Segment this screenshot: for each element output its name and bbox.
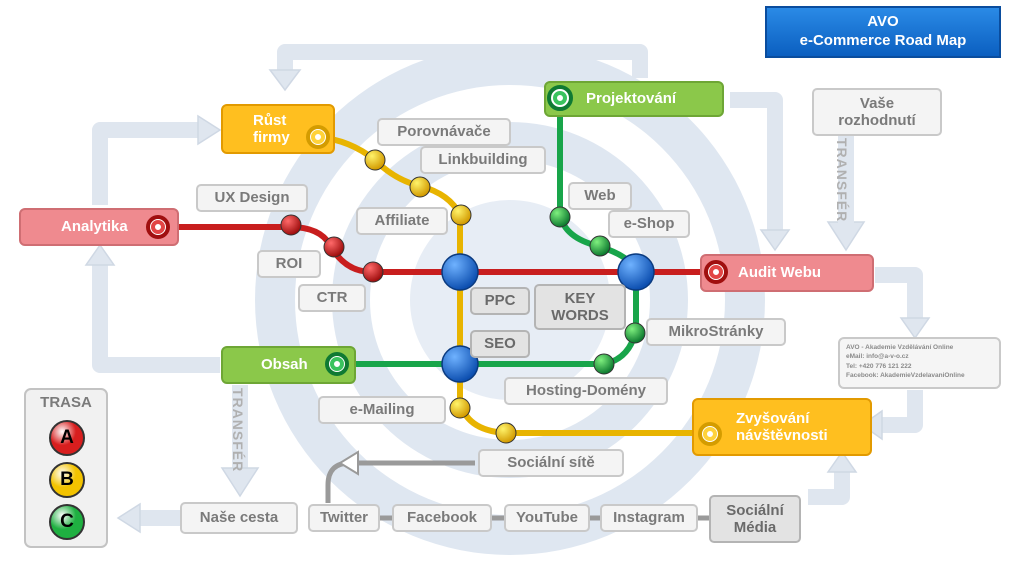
route-legend: TRASA A B C [24,388,108,548]
legend-route-b: B [49,462,85,498]
flow-arrow-right-top [730,92,783,232]
title-line1: AVO [867,13,899,31]
label-eshop: e-Shop [608,210,690,238]
vase-line2: rozhodnutí [838,112,916,129]
label-linkbuilding: Linkbuilding [420,146,546,174]
hub-audit-label: Audit Webu [738,264,822,282]
interchange-seo [441,345,479,383]
contact-line1: AVO - Akademie Vzdělávání Online [846,344,954,351]
hub-projektovani-label: Projektování [586,90,677,108]
contact-line3: Tel: +420 776 121 222 [846,362,912,370]
hub-analytika[interactable]: Analytika [19,208,179,246]
label-vase-rozhodnuti: Vaše rozhodnutí [812,88,942,136]
flow-arrow-top [277,44,648,78]
legend-route-a: A [49,420,85,456]
station-emailing [449,397,471,419]
station-roi [323,236,345,258]
arrow-head-transfer-left [220,467,260,498]
label-roi: ROI [257,250,321,278]
label-mikrostranky: MikroStránky [646,318,786,346]
socialni-media-line2: Média [733,519,777,536]
arrow-head-socialni-site [338,450,359,476]
socialni-media-line1: Sociální [726,501,784,519]
hub-rust-line1: Růst [253,111,287,129]
interchange-audit [617,253,655,291]
contact-line2: eMail: info@a-v-o.cz [846,353,909,361]
label-nase-cesta: Naše cesta [180,502,298,534]
arrow-head-bottom-left [116,502,141,534]
station-mikrostranky [624,322,646,344]
hub-zvysovani-navstevnosti[interactable]: Zvyšování návštěvnosti [692,398,872,456]
station-porovnavace [364,149,386,171]
legend-route-c: C [49,504,85,540]
label-ux-design: UX Design [196,184,308,212]
label-ppc: PPC [470,287,530,315]
label-seo: SEO [470,330,530,358]
station-hosting [593,353,615,375]
hub-zvysovani-line1: Zvyšování [736,409,810,427]
label-transfer-right: TRANSFÉR [834,138,850,223]
hub-rust-firmy[interactable]: Růst firmy [221,104,335,154]
flow-arrow-left [92,260,220,373]
label-keywords: KEY WORDS [534,284,626,330]
station-affiliate [450,204,472,226]
hub-projektovani[interactable]: Projektování [544,81,724,117]
label-porovnavace: Porovnávače [377,118,511,146]
label-web: Web [568,182,632,210]
contact-box: AVO - Akademie Vzdělávání Online eMail: … [838,337,1001,389]
label-socialni-media: Sociální Média [709,495,801,543]
arrow-head-left-top [197,114,222,146]
label-twitter: Twitter [308,504,380,532]
arrow-head-right-left [860,409,883,441]
hub-obsah[interactable]: Obsah [221,346,356,384]
label-emailing: e-Mailing [318,396,446,424]
arrow-head-bottom-right [826,450,858,473]
arrow-head-right-down2 [899,317,931,340]
roadmap-title-box: AVO e-Commerce Road Map [765,6,1001,58]
hub-rust-line2: firmy [253,129,290,146]
vase-line1: Vaše [859,94,895,112]
label-ctr: CTR [298,284,366,312]
flow-arrow-right-bottom [880,390,923,433]
label-hosting-domeny: Hosting-Domény [504,377,668,405]
hub-audit-webu[interactable]: Audit Webu [700,254,874,292]
label-instagram: Instagram [600,504,698,532]
flow-arrow-left-top [92,122,200,205]
arrow-head-left-up [84,243,116,266]
label-socialni-site: Sociální sítě [478,449,624,477]
arrow-head-right-down [759,229,791,252]
label-facebook: Facebook [392,504,492,532]
hub-obsah-label: Obsah [261,356,308,374]
label-transfer-left: TRANSFÉR [230,388,246,473]
title-line2: e-Commerce Road Map [799,32,967,49]
flow-arrow-heads [84,69,931,534]
keywords-line1: KEY [564,289,596,307]
station-eshop [589,235,611,257]
station-ux-design [280,214,302,236]
hub-analytika-label: Analytika [61,218,128,236]
keywords-line2: WORDS [551,307,609,324]
station-socialni [495,422,517,444]
contact-line4: Facebook: AkademieVzdelavaniOnline [846,372,965,380]
arrow-head-top [268,69,302,92]
label-affiliate: Affiliate [356,207,448,235]
station-web [549,206,571,228]
hub-zvysovani-line2: návštěvnosti [736,427,828,444]
flow-arrow-bottom-right [808,470,850,505]
flow-arrows [92,44,923,526]
label-youtube: YouTube [504,504,590,532]
interchange-ppc [441,253,479,291]
legend-title: TRASA [40,394,92,411]
station-ctr [362,261,384,283]
station-linkbuilding [409,176,431,198]
flow-arrow-right [875,267,923,320]
